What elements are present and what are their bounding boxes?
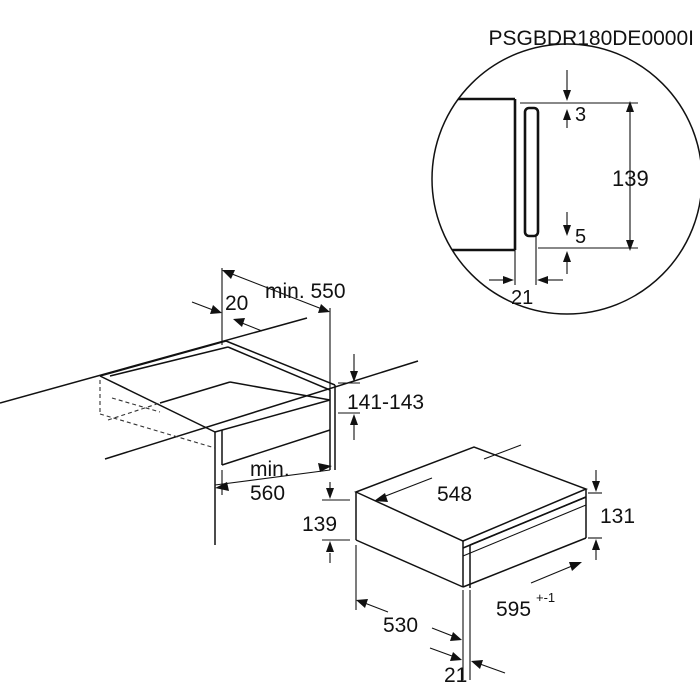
handle-profile [523,106,540,238]
min-width-label-line1: min. [250,458,290,481]
model-code: PSGBDR180DE0000I [489,27,694,50]
appliance-width-tolerance: +-1 [536,590,555,605]
detail-depth-label: 21 [511,287,533,309]
detail-circle [431,43,700,315]
detail-top-gap-label: 3 [575,104,586,126]
min-width-label-line2: 560 [250,482,285,505]
min-depth-label: min. 550 [265,280,346,303]
appliance-left-height-label: 139 [302,513,337,536]
detail-height-label: 139 [612,166,649,191]
detail-view: 3 139 5 21 [431,43,700,315]
warming-drawer [354,446,589,588]
appliance-top-depth-label: 548 [437,483,472,506]
appliance-front-thickness-label: 21 [444,664,467,687]
niche-height-label: 141-143 [347,391,424,414]
appliance-width-label: 595 [496,598,531,621]
appliance-depth-label: 530 [383,614,418,637]
front-offset-label: 20 [225,292,248,315]
detail-bottom-gap-label: 5 [575,226,586,248]
cabinet-niche [0,268,419,545]
appliance-front-height-label: 131 [600,505,635,528]
